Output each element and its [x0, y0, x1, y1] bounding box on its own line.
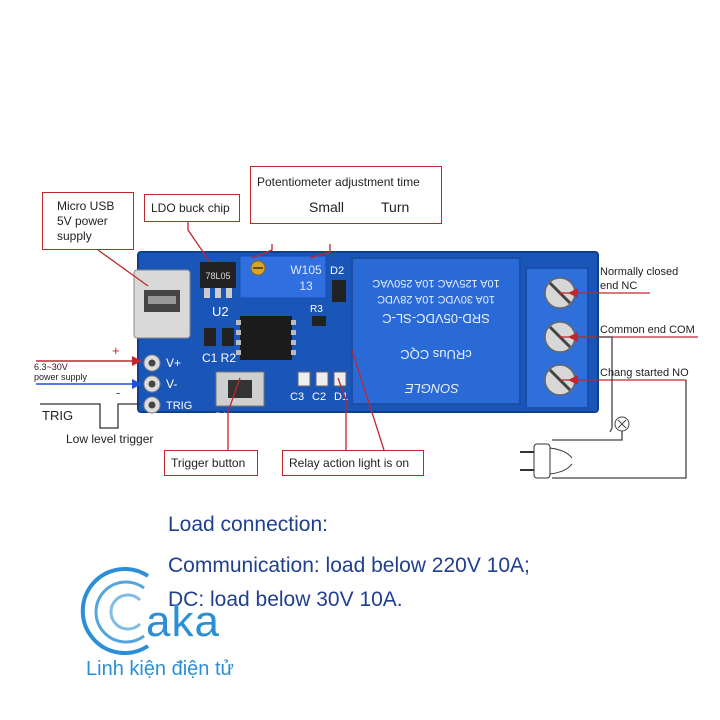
load-heading: Load connection:: [168, 513, 328, 536]
relay: [351, 257, 521, 405]
wire-com: [596, 336, 613, 433]
supply-voltage: 6.3~30V: [34, 362, 68, 372]
pot-small: Small: [309, 199, 345, 215]
load-dc-line: DC: load below 30V 10A.: [168, 588, 403, 611]
timer-ic: [240, 316, 292, 360]
wire-no: [552, 380, 687, 479]
d2-label: D2: [330, 265, 344, 277]
c1r2-label: C1 R2: [202, 351, 236, 365]
callout-ldo: LDO buck chip: [144, 194, 240, 222]
pin-trig-label: TRIG: [166, 400, 192, 412]
pin-vplus-label: V+: [166, 356, 181, 370]
power-plug-icon: [520, 443, 573, 479]
pot-code-top: W105: [290, 263, 322, 277]
callout-micro-usb: Micro USB 5V power supply: [42, 192, 134, 250]
pot-code-bottom: 13: [299, 279, 313, 293]
c2-label: C2: [312, 391, 326, 403]
minus-sign: -: [116, 385, 121, 400]
terminal-arrows: [568, 288, 578, 385]
plus-sign: +: [112, 343, 120, 358]
relay-light-label: Relay action light is on: [289, 456, 410, 470]
micro-usb-line2: 5V power: [57, 214, 108, 228]
relay-rating-dc: 10A 30VDC 10A 28VDC: [377, 293, 495, 305]
ic-mark: 78L05: [205, 271, 230, 281]
r3-label: R3: [310, 304, 323, 315]
trig-label: TRIG: [42, 408, 74, 423]
ldo-label: LDO buck chip: [151, 201, 230, 215]
load-ac-line: Communication: load below 220V 10A;: [168, 554, 530, 577]
micro-usb-line1: Micro USB: [57, 199, 115, 213]
nc-label-line2: end NC: [600, 280, 638, 292]
no-label: Chang started NO: [600, 367, 689, 379]
relay-rating-ac: 10A 125VAC 10A 250VAC: [372, 277, 499, 289]
s1-label: S1: [214, 411, 227, 423]
ldo-chip: [200, 262, 236, 288]
micro-usb-line3: supply: [57, 229, 92, 243]
d1-label: D1: [334, 391, 348, 403]
c3-label: C3: [290, 391, 304, 403]
callout-potentiometer: Potentiometer adjustment time Small Turn: [250, 166, 442, 224]
com-label: Common end COM: [600, 324, 695, 336]
trigger-button-label: Trigger button: [171, 456, 246, 470]
pot-title: Potentiometer adjustment time: [257, 175, 420, 189]
relay-brand: SONGLE: [405, 381, 460, 396]
terminal-screws: [544, 277, 576, 396]
relay-model: SRD-05VDC-SL-C: [382, 311, 490, 326]
supply-word: power supply: [34, 372, 88, 382]
pot-turn: Turn: [381, 199, 410, 215]
trigger-waveform: [40, 403, 140, 429]
callout-relay-light: Relay action light is on: [282, 450, 424, 476]
logo-mark-icon: [80, 567, 150, 655]
callout-trigger-button: Trigger button: [164, 450, 258, 476]
low-level-label: Low level trigger: [66, 432, 154, 446]
logo-tagline: Linh kiện điện tử: [86, 658, 234, 680]
pin-vminus-label: V-: [166, 377, 177, 391]
relay-led: [333, 371, 347, 387]
u2-label: U2: [212, 304, 229, 319]
relay-marks: cRUus CQC: [400, 347, 472, 362]
nc-label-line1: Normally closed: [600, 266, 679, 278]
logo-word: aka: [146, 597, 220, 646]
